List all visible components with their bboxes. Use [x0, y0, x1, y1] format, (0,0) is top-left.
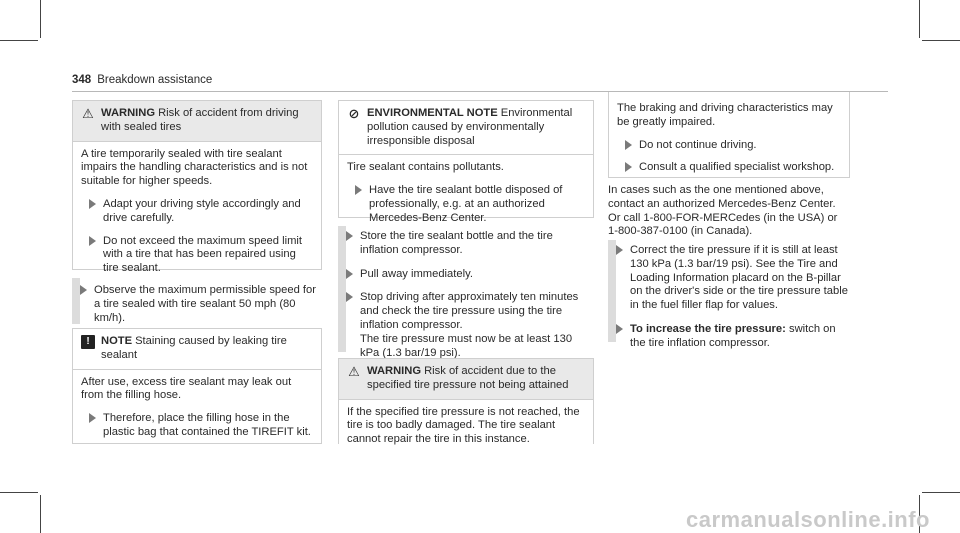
- header-divider: [72, 91, 888, 92]
- bullet-arrow-icon: [89, 198, 96, 209]
- env-text: Tire sealant contains pollutants.: [347, 161, 504, 174]
- step-keyword: To increase the tire pressure:: [630, 322, 786, 335]
- page-number: 348: [72, 74, 92, 86]
- step-text: Observe the maximum permissible speed fo…: [94, 284, 316, 324]
- page-title: Breakdown assistance: [97, 74, 213, 86]
- bullet-arrow-icon: [625, 139, 632, 150]
- list-item-text: Do not continue driving.: [639, 138, 757, 151]
- list-item: Do not continue driving.: [617, 139, 841, 153]
- note-body: After use, excess tire sealant may leak …: [73, 370, 321, 448]
- crop-mark: [922, 492, 960, 493]
- env-keyword: ENVIRONMENTAL NOTE: [367, 107, 498, 119]
- step-bar: [608, 240, 616, 342]
- list-item-text: Therefore, place the filling hose in the…: [103, 412, 311, 438]
- warning-title: Risk of accident from driving with seale…: [101, 107, 299, 133]
- warning-body: If the specified tire pressure is not re…: [339, 400, 593, 455]
- warning-keyword: WARNING: [367, 365, 422, 377]
- step-text: The tire pressure must now be at least 1…: [360, 332, 573, 359]
- bullet-arrow-icon: [616, 323, 623, 334]
- warning-text: The braking and driving characteristics …: [617, 102, 833, 128]
- warning-icon: ⚠: [82, 106, 94, 121]
- warning-keyword: WARNING: [101, 107, 156, 119]
- list-item: Therefore, place the filling hose in the…: [81, 412, 313, 440]
- env-title: Environmental pollution caused by enviro…: [367, 107, 573, 147]
- step-text: Pull away immediately.: [360, 267, 473, 280]
- list-item: Consult a qualified specialist workshop.: [617, 161, 841, 175]
- page-header: 348 Breakdown assistance: [72, 74, 212, 88]
- step-list: Store the tire sealant bottle and the ti…: [338, 226, 594, 360]
- crop-mark: [919, 0, 920, 38]
- note-text: After use, excess tire sealant may leak …: [81, 375, 292, 402]
- crop-mark: [922, 40, 960, 41]
- env-body: Tire sealant contains pollutants. Have t…: [339, 155, 593, 233]
- bullet-arrow-icon: [355, 185, 362, 196]
- warning-title: Risk of accident due to the specified ti…: [367, 365, 569, 391]
- list-item-text: Have the tire sealant bottle disposed of…: [369, 184, 563, 224]
- step-bar: [338, 226, 346, 352]
- step-text: Correct the tire pressure if it is still…: [630, 244, 848, 312]
- step-bar: [72, 278, 80, 324]
- bullet-arrow-icon: [346, 231, 353, 241]
- step-item: Observe the maximum permissible speed fo…: [72, 278, 322, 325]
- bullet-arrow-icon: [625, 162, 632, 173]
- warning-text: If the specified tire pressure is not re…: [347, 405, 580, 446]
- bullet-arrow-icon: [616, 245, 623, 255]
- step-item: Store the tire sealant bottle and the ti…: [338, 230, 594, 258]
- bullet-arrow-icon: [346, 268, 353, 279]
- list-item-text: Adapt your driving style accordingly and…: [103, 197, 301, 224]
- watermark-text: carmanualsonline.info: [686, 507, 930, 533]
- list-item: Adapt your driving style accordingly and…: [81, 198, 313, 226]
- bullet-arrow-icon: [89, 413, 96, 424]
- crop-mark: [40, 495, 41, 533]
- notice-icon: !: [81, 335, 95, 349]
- step-text: Stop driving after approximately ten min…: [360, 291, 579, 331]
- warning-text: A tire temporarily sealed with tire seal…: [81, 147, 308, 188]
- list-item-text: Do not exceed the maximum speed limit wi…: [103, 234, 302, 275]
- warning-icon: ⚠: [348, 364, 360, 379]
- bullet-arrow-icon: [80, 285, 87, 295]
- crop-mark: [0, 492, 38, 493]
- list-item: Do not exceed the maximum speed limit wi…: [81, 235, 313, 276]
- step-item: Stop driving after approximately ten min…: [338, 291, 594, 360]
- step-item: Pull away immediately.: [338, 268, 594, 282]
- step-item: To increase the tire pressure: switch on…: [608, 323, 850, 351]
- contact-paragraph: In cases such as the one mentioned above…: [608, 184, 838, 238]
- environment-leaf-icon: ⊘: [348, 106, 360, 121]
- bullet-arrow-icon: [89, 235, 96, 246]
- warning-box-continued: The braking and driving characteristics …: [608, 92, 850, 178]
- bullet-arrow-icon: [346, 292, 353, 303]
- step-text: switch on the tire inflation compressor.: [630, 322, 836, 349]
- crop-mark: [40, 0, 41, 38]
- list-item: Have the tire sealant bottle disposed of…: [347, 184, 585, 225]
- step-text: Store the tire sealant bottle and the ti…: [360, 230, 553, 256]
- step-item: Correct the tire pressure if it is still…: [608, 244, 850, 313]
- crop-mark: [919, 495, 920, 533]
- note-title: Staining caused by leaking tire sealant: [101, 335, 287, 361]
- list-item-text: Consult a qualified specialist workshop.: [639, 161, 835, 174]
- warning-body: A tire temporarily sealed with tire seal…: [73, 142, 321, 284]
- step-list: Correct the tire pressure if it is still…: [608, 240, 850, 351]
- crop-mark: [0, 40, 38, 41]
- note-keyword: NOTE: [101, 335, 133, 347]
- warning-body: The braking and driving characteristics …: [609, 92, 849, 183]
